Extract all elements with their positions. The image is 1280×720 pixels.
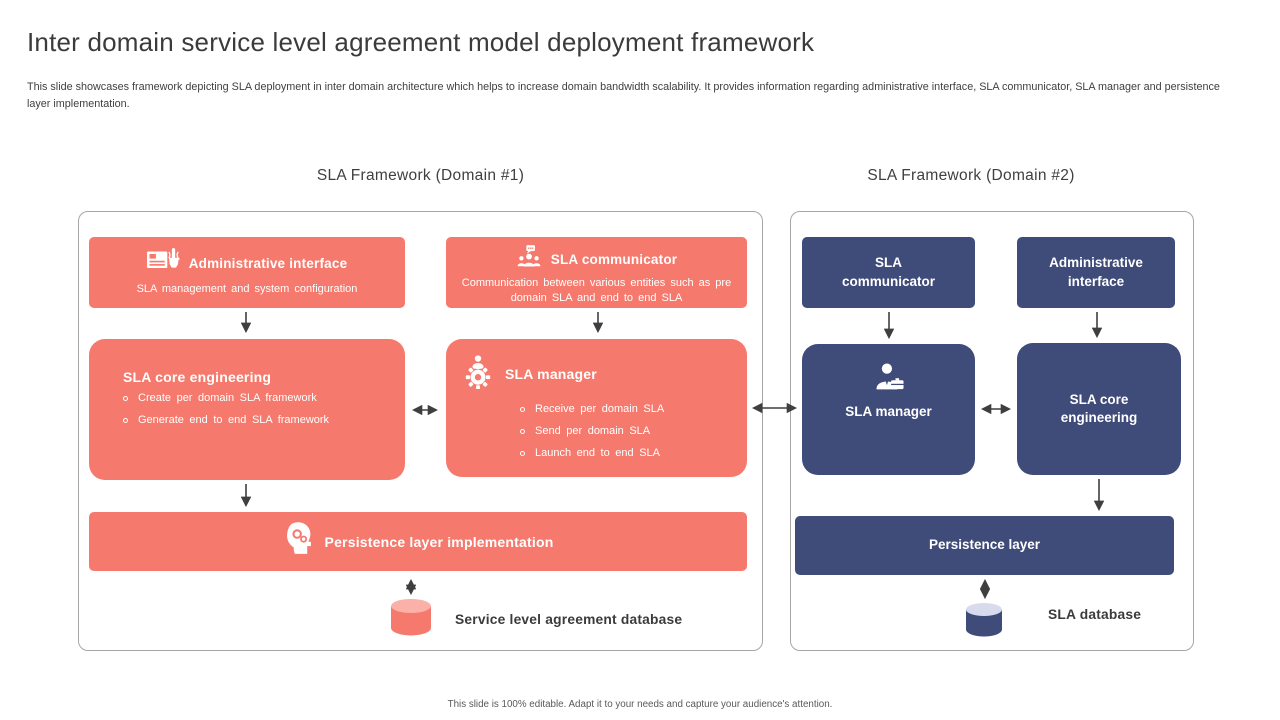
bullet-text: Receive per domain SLA [535, 403, 665, 415]
node-admin-interface-d2: Administrative interface [1017, 237, 1175, 308]
bullet-text: Send per domain SLA [535, 425, 651, 437]
node-title: Administrative interface [188, 256, 348, 271]
database-cylinder-icon [389, 597, 433, 642]
node-title: SLA core engineering [1060, 391, 1138, 425]
node-sla-core-engineering-d2: SLA core engineering [1017, 343, 1181, 475]
businessman-briefcase-icon [871, 362, 907, 398]
bullet-marker [520, 428, 525, 434]
domain1-heading: SLA Framework (Domain #1) [316, 167, 525, 184]
page-title: Inter domain service level agreement mod… [27, 27, 815, 57]
list-item: Send per domain SLA [520, 425, 747, 437]
node-subtitle: SLA management and system configuration [136, 283, 358, 295]
slide-description: This slide showcases framework depicting… [27, 81, 1220, 110]
list-item: Generate end to end SLA framework [123, 414, 405, 426]
node-persistence-layer-d2: Persistence layer [795, 516, 1174, 575]
database-cylinder-icon [964, 601, 1004, 643]
node-title: SLA manager [505, 365, 597, 382]
bullet-text: Create per domain SLA framework [138, 392, 317, 404]
node-title: SLA core engineering [123, 369, 272, 385]
list-item: Launch end to end SLA [520, 447, 747, 459]
node-title: SLA manager [845, 404, 932, 419]
head-gears-icon [283, 521, 316, 562]
bullet-marker [123, 417, 128, 423]
bullet-marker [520, 450, 525, 456]
domain2-heading: SLA Framework (Domain #2) [867, 167, 1075, 184]
node-title: Administrative interface [1049, 255, 1143, 289]
database-label-d1: Service level agreement database [455, 612, 683, 627]
bullet-marker [520, 406, 525, 412]
node-subtitle: Communication between various entities s… [461, 277, 732, 305]
person-gear-icon [460, 353, 496, 394]
node-sla-manager-d2: SLA manager [802, 344, 975, 475]
node-sla-manager-d1: SLA manager Receive per domain SLA Send … [446, 339, 747, 477]
list-item: Create per domain SLA framework [123, 392, 405, 404]
node-title: SLA communicator [841, 255, 936, 289]
node-sla-core-engineering-d1: SLA core engineering Create per domain S… [89, 339, 405, 480]
people-chat-icon [516, 245, 542, 274]
footer-note: This slide is 100% editable. Adapt it to… [447, 699, 833, 710]
node-sla-communicator-d2: SLA communicator [802, 237, 975, 308]
bullet-list: Receive per domain SLA Send per domain S… [520, 403, 747, 459]
bullet-list: Create per domain SLA framework Generate… [123, 392, 405, 426]
bullet-marker [123, 395, 128, 401]
bullet-text: Generate end to end SLA framework [138, 414, 330, 426]
admin-window-hand-icon [146, 248, 180, 279]
node-sla-communicator-d1: SLA communicator Communication between v… [446, 237, 747, 308]
node-title: SLA communicator [550, 252, 678, 267]
list-item: Receive per domain SLA [520, 403, 747, 415]
node-admin-interface-d1: Administrative interface SLA management … [89, 237, 405, 308]
bullet-text: Launch end to end SLA [535, 447, 660, 459]
node-persistence-layer-d1: Persistence layer implementation [89, 512, 747, 571]
node-title: Persistence layer [928, 537, 1041, 553]
node-title: Persistence layer implementation [324, 533, 554, 550]
database-label-d2: SLA database [1048, 607, 1142, 622]
